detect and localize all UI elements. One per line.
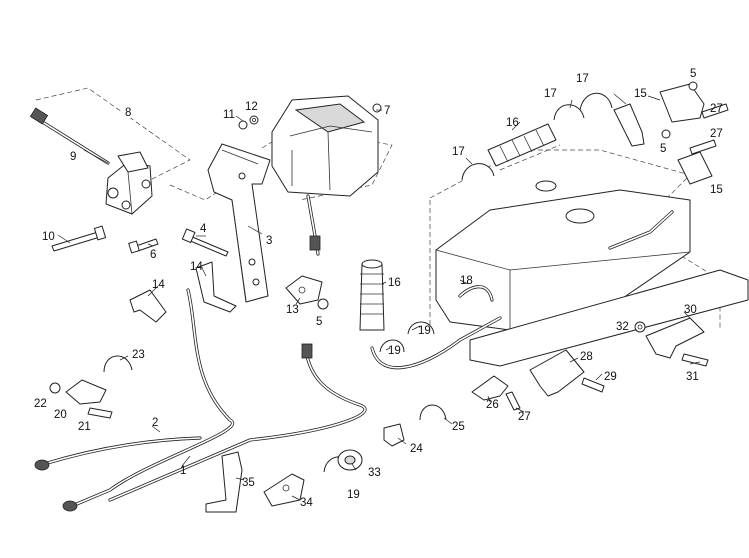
callout-35[interactable]: 35	[242, 477, 255, 489]
callout-23[interactable]: 23	[132, 349, 145, 361]
callout-21[interactable]: 21	[78, 421, 91, 433]
bolt-part-31[interactable]	[681, 353, 709, 367]
wire-harness-upper[interactable]	[306, 194, 321, 256]
callout-4[interactable]: 4	[200, 223, 207, 235]
callout-30[interactable]: 30	[684, 304, 697, 316]
bolt-part-27-c[interactable]	[505, 391, 521, 411]
callout-17-c[interactable]: 17	[576, 73, 589, 85]
callout-19-a[interactable]: 19	[388, 345, 401, 357]
bracket-part-34[interactable]	[263, 473, 305, 507]
highlight-box-part-8	[123, 104, 133, 118]
callout-6[interactable]: 6	[150, 249, 156, 261]
housing-part-7[interactable]	[271, 95, 379, 197]
bracket-part-35[interactable]	[205, 451, 243, 513]
bracket-part-20[interactable]	[65, 379, 107, 405]
callout-5-mid[interactable]: 5	[316, 316, 322, 328]
fitting-part-24[interactable]	[383, 423, 405, 447]
callout-27-a[interactable]: 27	[710, 103, 723, 115]
callout-11[interactable]: 11	[223, 109, 235, 121]
assembly-outlines	[35, 87, 721, 330]
callout-19-lower[interactable]: 19	[347, 489, 360, 501]
callout-18[interactable]: 18	[460, 275, 473, 287]
nut-part-11[interactable]	[238, 120, 248, 130]
bracket-part-26[interactable]	[471, 375, 509, 401]
callout-24[interactable]: 24	[410, 443, 423, 455]
callout-17-b[interactable]: 17	[544, 88, 557, 100]
valve-block-part-8[interactable]	[105, 151, 153, 215]
callout-13[interactable]: 13	[286, 304, 299, 316]
bolt-part-6[interactable]	[128, 238, 159, 254]
callout-9[interactable]: 9	[70, 151, 76, 163]
clip-part-19-a[interactable]	[379, 339, 405, 353]
clip-part-23[interactable]	[103, 355, 133, 373]
callout-14-lower[interactable]: 14	[152, 279, 165, 291]
callout-28[interactable]: 28	[580, 351, 593, 363]
callout-20[interactable]: 20	[54, 409, 67, 421]
callout-15-upper[interactable]: 15	[634, 88, 647, 100]
clip-part-25[interactable]	[419, 404, 447, 421]
callout-31[interactable]: 31	[686, 371, 699, 383]
callout-33[interactable]: 33	[368, 467, 381, 479]
callout-17-a[interactable]: 17	[452, 146, 465, 158]
boot-part-16-vertical[interactable]	[359, 259, 385, 331]
clip-part-17-a[interactable]	[461, 163, 495, 181]
grommet-part-33[interactable]	[337, 449, 363, 471]
callout-19-b[interactable]: 19	[418, 325, 431, 337]
callout-14-upper[interactable]: 14	[190, 261, 203, 273]
bracket-part-28[interactable]	[529, 349, 585, 397]
washer-part-32[interactable]	[634, 321, 646, 333]
callout-8[interactable]: 8	[125, 107, 131, 119]
bolt-part-10[interactable]	[51, 225, 107, 252]
nut-part-22[interactable]	[49, 382, 61, 394]
clip-part-17-b[interactable]	[553, 104, 585, 121]
callout-27-b[interactable]: 27	[710, 128, 723, 140]
bolt-part-27-a[interactable]	[701, 103, 729, 119]
harness-part-1[interactable]	[70, 288, 367, 508]
nut-part-5-right-a[interactable]	[688, 81, 698, 91]
bracket-part-13[interactable]	[285, 275, 323, 305]
bolt-part-4[interactable]	[181, 228, 229, 257]
callout-15-lower[interactable]: 15	[710, 184, 723, 196]
callout-10[interactable]: 10	[42, 231, 55, 243]
callout-12[interactable]: 12	[245, 101, 258, 113]
callout-32[interactable]: 32	[616, 321, 629, 333]
bracket-part-15-upper[interactable]	[613, 83, 705, 147]
callout-3[interactable]: 3	[266, 235, 272, 247]
tank-assembly[interactable]	[435, 180, 691, 331]
bracket-part-15-lower[interactable]	[677, 151, 713, 185]
callout-5-right-b[interactable]: 5	[660, 143, 666, 155]
nut-part-7-small[interactable]	[372, 103, 382, 113]
bolt-part-29[interactable]	[581, 377, 605, 393]
cable-part-9[interactable]	[29, 107, 110, 165]
bolt-part-27-b[interactable]	[689, 139, 717, 155]
callout-25[interactable]: 25	[452, 421, 465, 433]
nut-part-5-right-b[interactable]	[661, 129, 671, 139]
callout-22[interactable]: 22	[34, 398, 47, 410]
callout-34[interactable]: 34	[300, 497, 313, 509]
nut-part-5-mid[interactable]	[317, 298, 329, 310]
callout-1[interactable]: 1	[180, 465, 186, 477]
callout-labels: 8 9 10 6 11 12 7 3 4 14 14 13 5 16 16 17…	[34, 68, 723, 509]
callout-16-vertical[interactable]: 16	[388, 277, 401, 289]
harness-part-2[interactable]	[34, 436, 202, 512]
boot-part-16-horizontal[interactable]	[487, 123, 557, 167]
callout-26[interactable]: 26	[486, 399, 499, 411]
callout-27-c[interactable]: 27	[518, 411, 531, 423]
bracket-part-3[interactable]	[207, 143, 271, 303]
bracket-part-14-upper[interactable]	[195, 261, 237, 313]
clip-part-17-c[interactable]	[579, 92, 613, 111]
bolt-part-21[interactable]	[87, 407, 113, 419]
callout-29[interactable]: 29	[604, 371, 617, 383]
callout-2[interactable]: 2	[152, 417, 158, 429]
washer-part-12[interactable]	[249, 115, 259, 125]
callout-16-horizontal[interactable]: 16	[506, 117, 519, 129]
bracket-part-14-lower[interactable]	[129, 289, 167, 323]
leader-lines	[57, 93, 701, 501]
frame-rail[interactable]	[370, 269, 749, 370]
clip-part-19-b[interactable]	[407, 321, 435, 335]
callout-5-right-a[interactable]: 5	[690, 68, 696, 80]
callout-7[interactable]: 7	[384, 105, 390, 117]
